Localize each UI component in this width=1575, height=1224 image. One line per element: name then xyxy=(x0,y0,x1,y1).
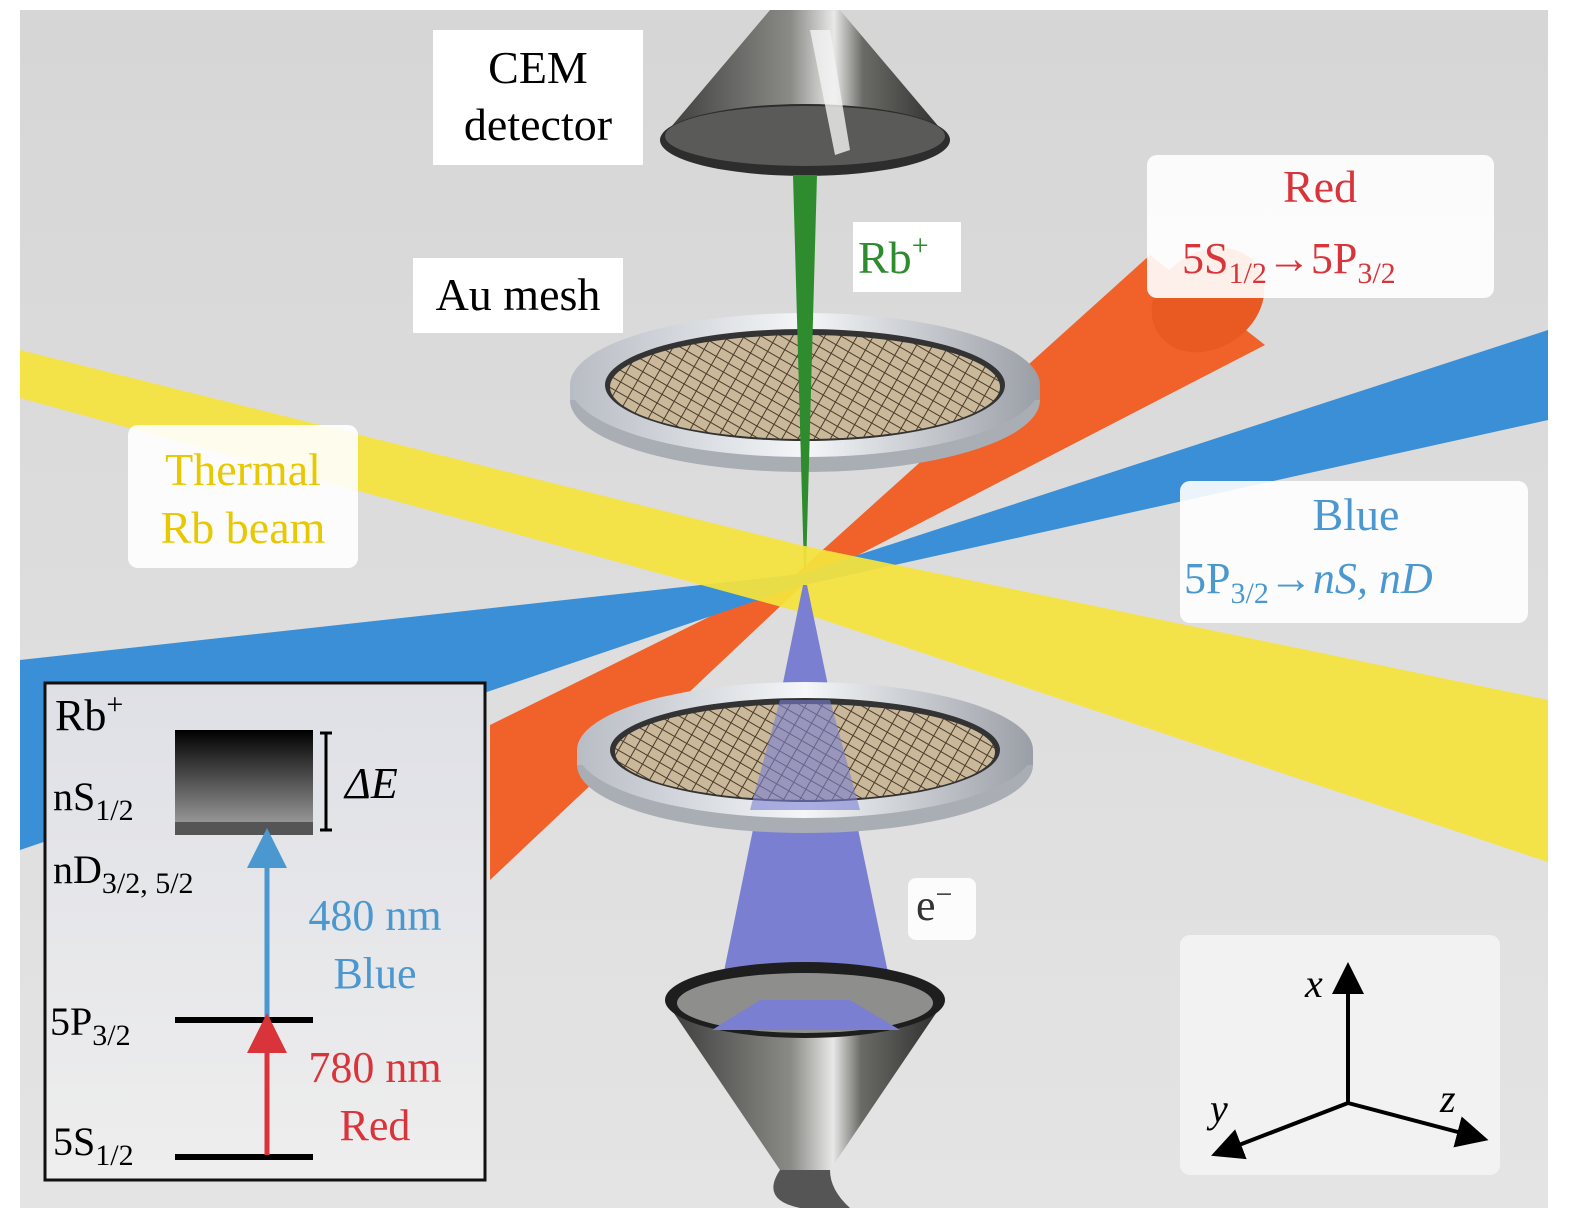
red-wavelength: 780 nm xyxy=(308,1043,441,1092)
svg-text:e−: e− xyxy=(916,878,952,930)
s12-level-label: 5S xyxy=(53,1119,95,1164)
red-beam-label: Red 5S1/2→5P3/2 xyxy=(1147,155,1494,298)
electron-detector-icon xyxy=(665,962,945,1208)
red-title: Red xyxy=(1283,161,1357,212)
svg-text:5P3/2→nS, nD: 5P3/2→nS, nD xyxy=(1184,554,1433,610)
cem-label-line1: CEM xyxy=(488,42,588,93)
thermal-line1: Thermal xyxy=(165,444,321,495)
blue-trans-b: nS, nD xyxy=(1313,554,1433,603)
continuum-band xyxy=(175,730,313,835)
thermal-line2: Rb beam xyxy=(161,502,326,553)
p32-level-sub: 3/2 xyxy=(92,1019,130,1052)
axis-x-label: x xyxy=(1304,961,1323,1006)
blue-beam-label: Blue 5P3/2→nS, nD xyxy=(1180,481,1528,623)
svg-text:nS1/2: nS1/2 xyxy=(53,774,134,827)
red-trans-a-sub: 1/2 xyxy=(1228,257,1266,290)
red-trans-a: 5S xyxy=(1182,234,1228,283)
ns-level-sub: 1/2 xyxy=(95,794,133,827)
delta-e-bracket xyxy=(320,731,332,832)
au-mesh-label: Au mesh xyxy=(413,258,623,333)
rb-ion-label: Rb+ xyxy=(853,222,961,292)
svg-text:5S1/2: 5S1/2 xyxy=(53,1119,134,1172)
coordinate-axes: x y z xyxy=(1180,935,1500,1175)
inset-rb-plus-sup: + xyxy=(106,688,123,721)
red-name: Red xyxy=(340,1101,411,1150)
svg-text:Rb+: Rb+ xyxy=(55,688,123,740)
energy-level-inset: Rb+ ΔE nS1/2 nD3/2, 5/2 5P3/2 5S1/2 480 … xyxy=(43,681,487,1182)
blue-name: Blue xyxy=(333,949,416,998)
ns-level-label: nS xyxy=(53,774,95,819)
blue-wavelength: 480 nm xyxy=(308,891,441,940)
red-trans-arrow: → xyxy=(1267,234,1311,283)
nd-level-sub: 3/2, 5/2 xyxy=(102,867,194,900)
rb-ion-text: Rb xyxy=(858,232,912,283)
nd-level-label: nD xyxy=(53,847,102,892)
au-mesh-bottom xyxy=(577,682,1033,833)
cem-label-line2: detector xyxy=(464,99,612,150)
blue-trans-a-sub: 3/2 xyxy=(1230,577,1268,610)
electron-sup: − xyxy=(936,878,953,911)
rb-ion-sup: + xyxy=(912,229,929,262)
blue-trans-arrow: → xyxy=(1269,554,1313,603)
electron-text: e xyxy=(916,881,936,930)
svg-text:5P3/2: 5P3/2 xyxy=(50,999,131,1052)
ion-beam xyxy=(793,175,817,570)
inset-rb-plus: Rb xyxy=(55,691,106,740)
red-laser-beam xyxy=(490,255,1265,880)
svg-text:Rb+: Rb+ xyxy=(858,229,929,283)
red-trans-b-sub: 3/2 xyxy=(1357,257,1395,290)
thermal-rb-beam xyxy=(20,350,1548,862)
blue-title: Blue xyxy=(1313,489,1400,540)
cem-detector-label: CEM detector xyxy=(433,30,643,165)
electron-label: e− xyxy=(908,878,976,940)
au-mesh-text: Au mesh xyxy=(436,269,601,320)
blue-trans-a: 5P xyxy=(1184,554,1230,603)
thermal-beam-label: Thermal Rb beam xyxy=(128,425,358,568)
svg-text:nD3/2, 5/2: nD3/2, 5/2 xyxy=(53,847,194,900)
svg-text:5S1/2→5P3/2: 5S1/2→5P3/2 xyxy=(1182,234,1396,290)
axis-y-label: y xyxy=(1206,1086,1228,1131)
cem-detector-icon xyxy=(660,10,950,176)
s12-level-sub: 1/2 xyxy=(95,1139,133,1172)
red-trans-b: 5P xyxy=(1311,234,1357,283)
delta-e-label: ΔE xyxy=(343,759,398,808)
axis-z-label: z xyxy=(1439,1076,1456,1121)
p32-level-label: 5P xyxy=(50,999,92,1044)
